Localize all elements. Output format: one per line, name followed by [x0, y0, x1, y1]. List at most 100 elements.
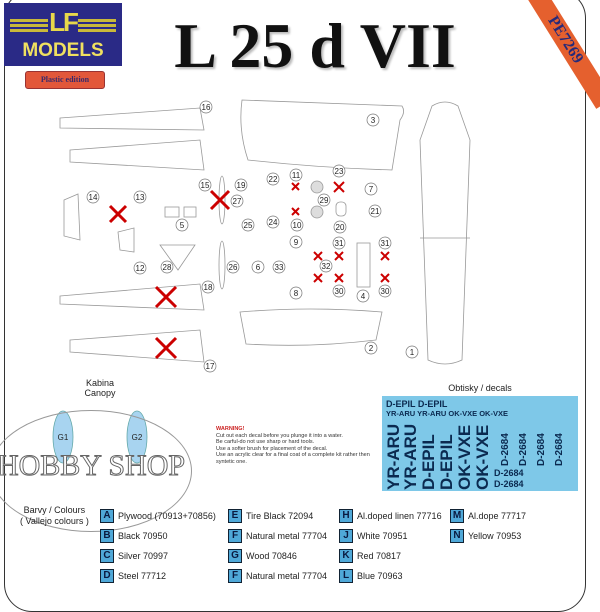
remove-x-mark: [108, 204, 128, 224]
colour-code-badge: B: [100, 529, 114, 543]
part-number: 2: [369, 344, 374, 353]
part-number-circle: [175, 218, 189, 232]
part-number-circle: [203, 359, 217, 373]
part-number: 1: [410, 348, 415, 357]
colour-name: Steel 77712: [118, 571, 167, 581]
remove-x-mark: [334, 251, 344, 261]
colours-heading-2: ( Vallejo colours ): [20, 516, 89, 526]
part-number: 24: [269, 218, 278, 227]
warning-line: Use an acrylic clear for a final coat of…: [216, 452, 370, 465]
colour-code-badge: H: [339, 509, 353, 523]
part-number: 18: [204, 283, 213, 292]
logo-name: MODELS: [22, 40, 104, 61]
part-number-circle: [364, 341, 378, 355]
page-title: L 25 d VII: [174, 10, 456, 81]
part-number-circle: [289, 286, 303, 300]
colour-code-badge: K: [339, 549, 353, 563]
decal-registration: D-EPIL: [419, 434, 438, 490]
part-number-circle: [364, 182, 378, 196]
propeller-part: [218, 240, 226, 290]
upper-wing-part: [240, 99, 404, 171]
colours-heading-1: Barvy / Colours: [23, 505, 86, 515]
logo-wing: [10, 19, 48, 22]
part-number: 33: [275, 263, 284, 272]
part-number: 30: [381, 287, 390, 296]
part-number-circle: [234, 178, 248, 192]
part-number: 19: [237, 181, 246, 190]
colour-name: Blue 70963: [357, 571, 403, 581]
colour-item: E Tire Black 72094: [228, 506, 327, 526]
colour-item: K Red 70817: [339, 546, 442, 566]
part-28: [159, 244, 196, 271]
part-number-circle: [332, 236, 346, 250]
part-number: 12: [136, 264, 145, 273]
tail-part: [117, 227, 135, 253]
long-wing-part: [419, 101, 471, 365]
decal-registration-small: D-2684: [554, 433, 565, 466]
colour-name: Natural metal 77704: [246, 531, 328, 541]
part-number-circle: [199, 100, 213, 114]
part-5: [183, 206, 197, 218]
part-number-circle: [266, 215, 280, 229]
remove-x-mark: [313, 273, 323, 283]
colour-code-badge: F: [228, 569, 242, 583]
colour-name: Silver 70997: [118, 551, 169, 561]
logo-wing: [78, 19, 116, 22]
part-number: 13: [136, 193, 145, 202]
warning-note: WARNING! Cut out each decal before you p…: [216, 426, 376, 465]
part-number-circle: [289, 235, 303, 249]
part-number-circle: [241, 218, 255, 232]
part-number: 28: [163, 263, 172, 272]
part-number-circle: [378, 236, 392, 250]
warning-title: WARNING!: [216, 426, 245, 432]
decal-registration: OK-VXE: [455, 424, 474, 490]
part-number-circle: [266, 172, 280, 186]
part-number: 20: [336, 223, 345, 232]
fuselage-part: [59, 283, 205, 311]
part-number-circle: [356, 289, 370, 303]
colour-code-badge: L: [339, 569, 353, 583]
remove-x-mark: [154, 285, 178, 309]
decal-registration-small: D-2684: [494, 479, 524, 489]
lf-models-logo: LF MODELS: [4, 3, 122, 66]
part-number: 5: [180, 221, 185, 230]
colour-code-badge: G: [228, 549, 242, 563]
part-number: 4: [361, 292, 366, 301]
tail-part: [63, 193, 81, 241]
part-number-circle: [272, 260, 286, 274]
decal-top-row: YR-ARU YR-ARU OK-VXE OK-VXE: [386, 409, 508, 418]
part-number: 15: [201, 181, 210, 190]
colour-name: Wood 70846: [246, 551, 297, 561]
colour-item: J White 70951: [339, 526, 442, 546]
colour-name: Red 70817: [357, 551, 402, 561]
part-number: 9: [294, 238, 299, 247]
colour-name: Tire Black 72094: [246, 511, 314, 521]
colour-name: White 70951: [357, 531, 408, 541]
part-number: 25: [244, 221, 253, 230]
remove-x-mark: [334, 273, 344, 283]
part-number-circle: [366, 113, 380, 127]
colour-code-badge: N: [450, 529, 464, 543]
canopy-title-cz: Kabina: [85, 378, 115, 388]
part-number-circle: [332, 164, 346, 178]
canopy-heading: Kabina Canopy: [70, 378, 130, 398]
colour-item: G Wood 70846: [228, 546, 327, 566]
warning-line: Be carful-do not use sharp or hard tools…: [216, 439, 315, 445]
part-5: [164, 206, 180, 218]
colour-code-badge: E: [228, 509, 242, 523]
part-number-circle: [368, 204, 382, 218]
hobby-shop-watermark: HOBBY SHOP: [0, 410, 192, 532]
remove-x-mark: [333, 181, 345, 193]
remove-x-mark: [291, 182, 300, 191]
part-number-circle: [289, 168, 303, 182]
part-number-circle: [405, 345, 419, 359]
colour-code-badge: J: [339, 529, 353, 543]
part-number: 3: [371, 116, 376, 125]
